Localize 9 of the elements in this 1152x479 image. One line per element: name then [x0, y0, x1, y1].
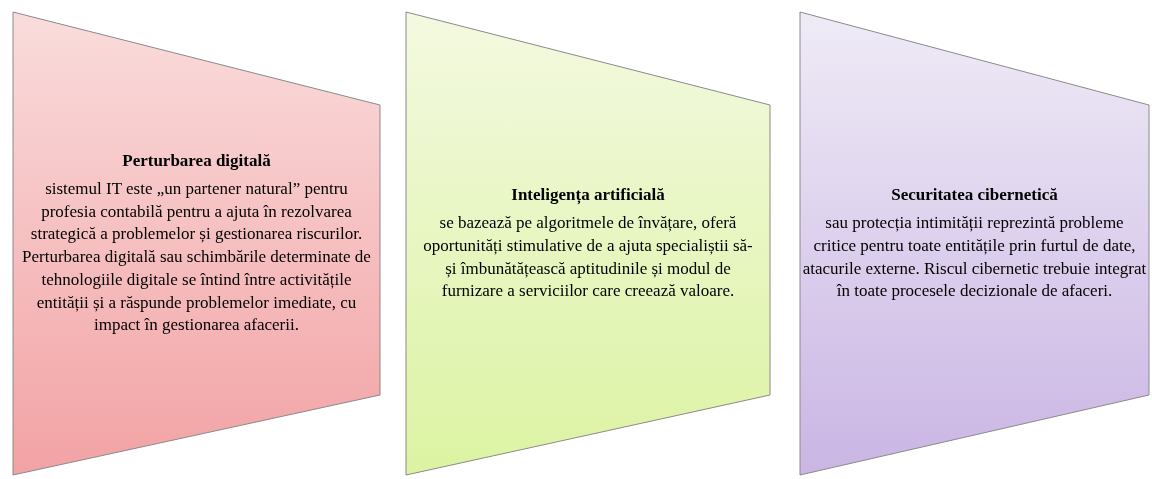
- description: sau protecția intimității reprezintă probleme critice pentru toate entitățile prin furtul de date, atacurile externe. Riscul cibernetic trebuie integrat în toate procesele decizionale de afaceri.: [802, 212, 1147, 303]
- heading: Perturbarea digitală: [122, 150, 271, 173]
- description: sistemul IT este „un partener natural” pentru profesia contabilă pentru a ajuta în rezolvarea strategică a problemelor și gestionarea riscurilor. Perturbarea digitală sau schimbările determinate de tehnologiile digitale se întind între activitățile entității și a răspunde problemelor imediate, cu impact în gestionarea afacerii.: [21, 178, 372, 337]
- trapezoid-shape: [13, 12, 380, 475]
- heading: Inteligența artificială: [511, 184, 665, 207]
- heading: Securitatea cibernetică: [891, 184, 1058, 207]
- trapezoid-shape: [800, 12, 1149, 475]
- description: se bazează pe algoritmele de învățare, oferă oportunități stimulative de a ajuta specialiștii să-și îmbunătățească aptitudinile și modul de furnizare a serviciilor care creează valoare.: [422, 212, 754, 303]
- trapezoid-shape: [406, 12, 770, 475]
